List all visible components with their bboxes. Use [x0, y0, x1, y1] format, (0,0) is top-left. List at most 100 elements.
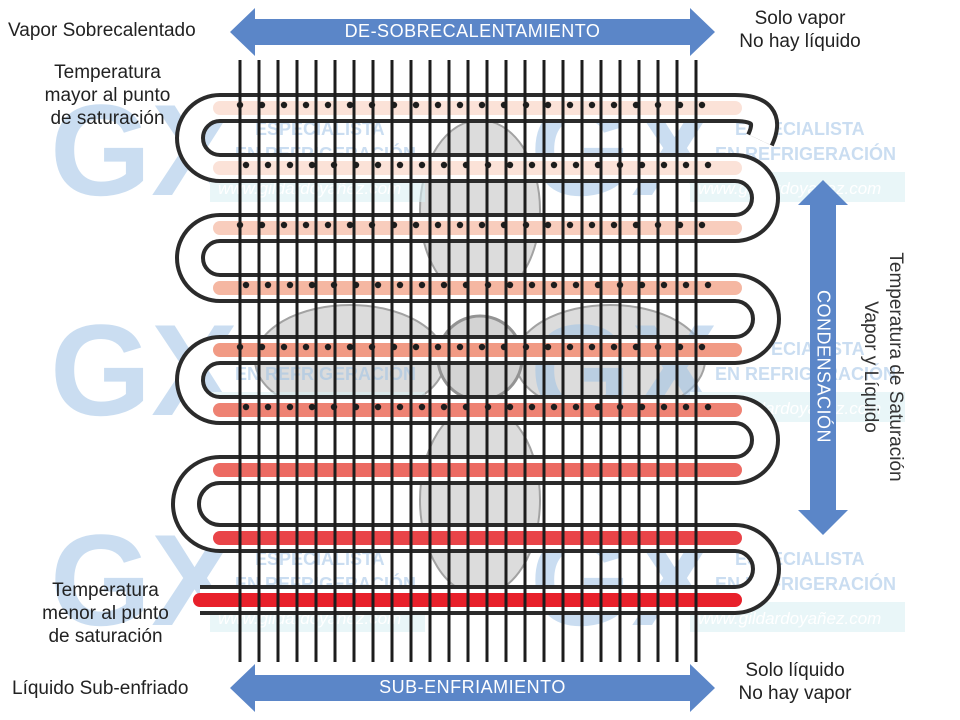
vapor-dot — [434, 101, 442, 109]
top-right-label: Solo vapor No hay líquido — [710, 8, 890, 54]
saturation-temp-text: Temperatura de Saturación — [885, 252, 906, 482]
vapor-dot — [698, 101, 706, 109]
vapor-dot — [302, 101, 310, 109]
watermark-text: EN REFRIGERACIÓN — [235, 363, 416, 384]
vapor-dot — [280, 343, 288, 351]
vapor-dot — [434, 343, 442, 351]
vapor-dot — [544, 221, 552, 229]
vapor-dot — [478, 221, 486, 229]
vapor-dot — [308, 403, 316, 411]
vapor-dot — [506, 403, 514, 411]
vapor-dot — [550, 403, 558, 411]
vapor-dot — [698, 343, 706, 351]
vapor-dot — [550, 281, 558, 289]
vapor-dot — [324, 101, 332, 109]
only-vapor-text: Solo vapor — [754, 8, 846, 29]
vapor-dot — [308, 281, 316, 289]
condenser-fins — [238, 60, 698, 662]
coil-tubes — [171, 93, 781, 615]
vapor-dot — [588, 221, 596, 229]
vapor-dot — [324, 221, 332, 229]
vapor-dot — [704, 403, 712, 411]
desuperheating-arrow — [230, 8, 715, 56]
vapor-dot — [374, 281, 382, 289]
vapor-dot — [440, 403, 448, 411]
vapor-dot — [286, 403, 294, 411]
vapor-dot — [286, 161, 294, 169]
vapor-dot — [572, 161, 580, 169]
vapor-dot — [478, 343, 486, 351]
vapor-dot — [550, 161, 558, 169]
vapor-dot — [264, 403, 272, 411]
vapor-dot — [346, 221, 354, 229]
upper-temperature-label: Temperatura mayor al punto de saturación — [10, 62, 205, 130]
watermark-text: ESPECIALISTA — [255, 549, 385, 569]
vapor-dot — [286, 281, 294, 289]
vapor-dot — [346, 343, 354, 351]
vapor-dot — [572, 281, 580, 289]
vapor-dot — [418, 281, 426, 289]
vapor-dot — [412, 101, 420, 109]
desuperheating-text: DE-SOBRECALENTAMIENTO — [344, 21, 601, 41]
vapor-dot — [396, 403, 404, 411]
watermark-text: EN REFRIGERACIÓN — [715, 363, 896, 384]
vapor-dot — [660, 281, 668, 289]
vapor-dot — [374, 403, 382, 411]
subcooling-arrow — [230, 664, 715, 712]
vapor-dot — [308, 161, 316, 169]
vapor-dot — [440, 281, 448, 289]
vapor-dot — [572, 403, 580, 411]
vapor-dot — [566, 343, 574, 351]
bottom-right-label: Solo líquido No hay vapor — [700, 660, 890, 706]
vapor-dot — [528, 161, 536, 169]
vapor-dot — [418, 403, 426, 411]
vapor-dot — [418, 161, 426, 169]
vapor-dot — [396, 161, 404, 169]
vapor-dot — [280, 221, 288, 229]
upper-temp-line-3: de saturación — [50, 107, 165, 129]
vapor-dot — [506, 281, 514, 289]
lower-temperature-label: Temperatura menor al punto de saturación — [8, 580, 203, 648]
vapor-dot — [544, 101, 552, 109]
upper-temp-line-1: Temperatura — [54, 62, 161, 83]
vapor-dot — [456, 221, 464, 229]
watermark-text: EN REFRIGERACIÓN — [715, 143, 896, 164]
vapor-dot — [478, 101, 486, 109]
superheated-vapor-label: Vapor Sobrecalentado — [8, 20, 196, 41]
vapor-dot — [528, 403, 536, 411]
vapor-dot — [566, 221, 574, 229]
vapor-dot — [242, 281, 250, 289]
vapor-dot — [242, 403, 250, 411]
vapor-dot — [704, 281, 712, 289]
vapor-dot — [566, 101, 574, 109]
vapor-dot — [324, 343, 332, 351]
vapor-dot — [440, 161, 448, 169]
watermark-text: ESPECIALISTA — [255, 119, 385, 139]
lower-temp-line-3: de saturación — [48, 625, 163, 647]
no-liquid-text: No hay líquido — [739, 30, 861, 52]
vapor-dot — [682, 403, 690, 411]
lower-temp-line-2: menor al punto — [42, 602, 169, 624]
subcooled-liquid-label: Líquido Sub-enfriado — [12, 678, 189, 699]
vapor-dot — [610, 343, 618, 351]
vapor-dot — [264, 161, 272, 169]
vapor-dot — [704, 161, 712, 169]
condensation-arrow — [798, 180, 848, 535]
vapor-dot — [660, 403, 668, 411]
vapor-dot — [434, 221, 442, 229]
vapor-dot — [610, 221, 618, 229]
vapor-dot — [528, 281, 536, 289]
vapor-dot — [302, 343, 310, 351]
vapor-dot — [242, 161, 250, 169]
condensation-text: CONDENSACIÓN — [813, 289, 834, 443]
vapor-dot — [682, 161, 690, 169]
lower-temp-line-1: Temperatura — [52, 580, 159, 601]
upper-temp-line-2: mayor al punto — [44, 84, 171, 106]
vapor-dot — [346, 101, 354, 109]
vapor-dot — [506, 161, 514, 169]
vapor-dot — [610, 101, 618, 109]
vapor-dot — [280, 101, 288, 109]
vapor-dot — [396, 281, 404, 289]
vapor-liquid-text: Vapor y Líquido — [860, 301, 881, 433]
